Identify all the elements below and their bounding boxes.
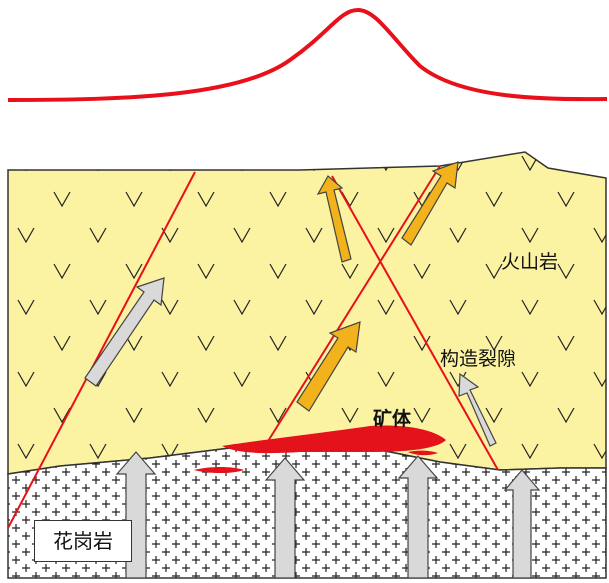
block-arrow-icon xyxy=(296,321,361,412)
block-arrow-icon xyxy=(397,455,439,579)
granite-label: 花岗岩 xyxy=(34,520,132,562)
block-arrow-icon xyxy=(84,277,165,387)
ore-lens-right xyxy=(408,450,438,456)
volcanic-v-symbols xyxy=(8,152,606,474)
volcanic-rock-label: 火山岩 xyxy=(501,251,559,273)
fault-line-2 xyxy=(264,165,441,447)
block-arrow-icon xyxy=(316,175,352,263)
structural-fracture-label: 构造裂隙 xyxy=(440,348,517,370)
block-arrow-icon xyxy=(401,161,459,246)
ore-fluid-arrows xyxy=(296,161,459,412)
block-arrow-icon xyxy=(458,372,497,447)
anomaly-curve xyxy=(7,7,608,102)
fault-line-3 xyxy=(331,175,499,471)
ore-body-label: 矿体 xyxy=(373,408,412,430)
ore-lens-left xyxy=(194,467,244,473)
ore-body xyxy=(222,425,446,454)
granite-fluid-arrows xyxy=(115,451,541,579)
block-arrow-icon xyxy=(503,469,541,579)
block-arrow-icon xyxy=(264,457,306,579)
fault-line-1 xyxy=(7,171,196,529)
granite-plus-symbols xyxy=(8,446,606,578)
